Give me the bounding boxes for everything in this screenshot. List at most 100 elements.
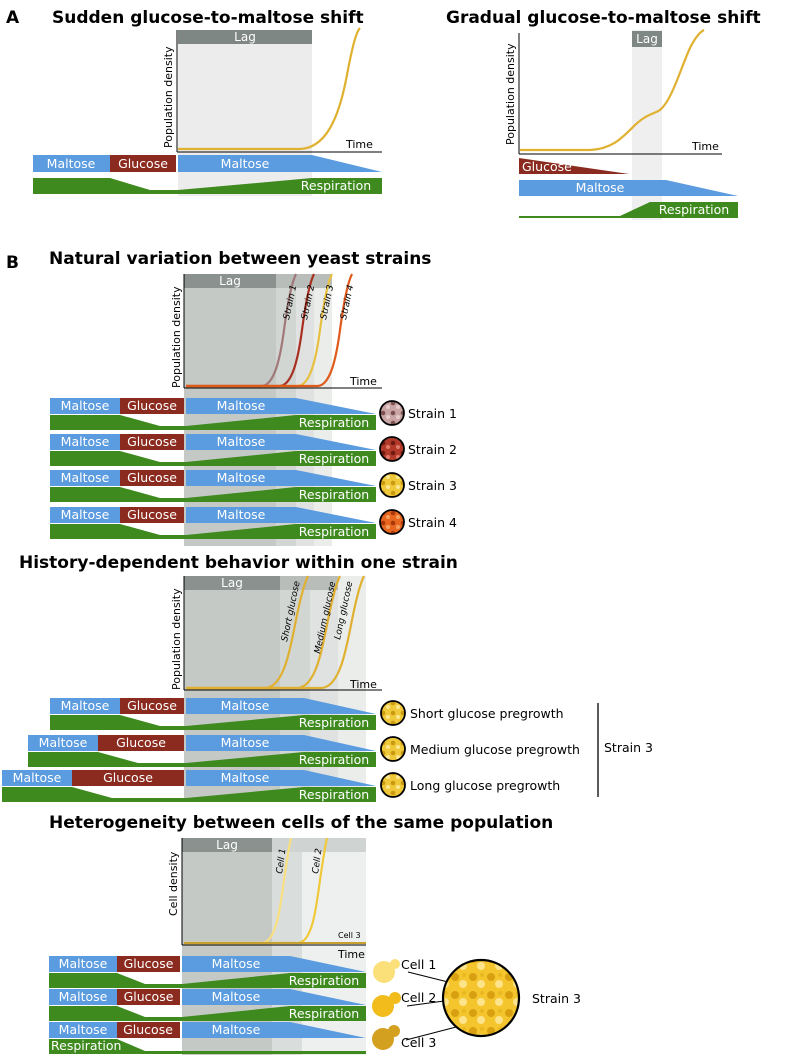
glucose-wedge [519, 158, 629, 174]
time-label: Time [345, 138, 373, 151]
strain-3-icon [380, 700, 406, 726]
growth-curve [178, 27, 361, 151]
glucose-bar [120, 398, 184, 414]
long-glucose-curve [186, 575, 365, 690]
glucose-bar [72, 770, 184, 786]
maltose-bar [186, 434, 376, 450]
respiration-label: Respiration [299, 487, 369, 502]
maltose-bar [33, 155, 110, 172]
strain-3-label: Strain 3 [408, 478, 457, 493]
maltose-bar [50, 470, 120, 486]
medium-glucose-curve [186, 575, 341, 690]
glucose-label: Glucose [116, 735, 166, 750]
strain-4-label: Strain 4 [408, 515, 457, 530]
maltose-label: Maltose [59, 1022, 108, 1037]
respiration-label: Respiration [299, 752, 369, 767]
strain-2-curve [186, 273, 315, 388]
strain-4-icon [379, 509, 405, 535]
lag-box [182, 838, 272, 852]
strain-2-label: Strain 2 [408, 442, 457, 457]
panel-label-b: B [6, 253, 19, 273]
lag-box [178, 30, 312, 44]
lag-box [184, 274, 276, 288]
time-label: Time [349, 678, 377, 691]
maltose-label: Maltose [221, 156, 270, 171]
maltose-label: Maltose [217, 507, 266, 522]
glucose-label: Glucose [127, 398, 177, 413]
respiration-bar [28, 752, 376, 767]
population-density-label: Population density [162, 46, 175, 148]
respiration-bar [33, 178, 382, 194]
maltose-bar [50, 434, 120, 450]
cell-1-curve-label: Cell 1 [275, 848, 288, 875]
maltose-bar [49, 989, 117, 1005]
lag-box [184, 576, 280, 590]
maltose-label: Maltose [61, 507, 110, 522]
maltose-label: Maltose [61, 398, 110, 413]
cell-2-curve-label: Cell 2 [311, 848, 324, 875]
glucose-label: Glucose [127, 434, 177, 449]
respiration-bar [50, 415, 376, 430]
respiration-label: Respiration [659, 202, 729, 217]
respiration-bar [49, 1039, 366, 1054]
time-label: Time [691, 140, 719, 153]
maltose-bar [186, 507, 376, 523]
population-strain-label: Strain 3 [532, 991, 581, 1006]
respiration-label: Respiration [299, 715, 369, 730]
glucose-label: Glucose [118, 156, 168, 171]
maltose-bar [182, 1022, 366, 1038]
maltose-bar [49, 956, 117, 972]
glucose-label: Glucose [124, 989, 174, 1004]
maltose-bar [186, 770, 376, 786]
glucose-label: Glucose [522, 159, 572, 174]
strain-1-icon [379, 400, 405, 426]
glucose-bar [120, 434, 184, 450]
maltose-bar [2, 770, 72, 786]
sudden-shift-panel: A Sudden glucose-to-maltose shift Lag Ti… [6, 8, 382, 196]
cell-1-icon [373, 961, 395, 983]
maltose-label: Maltose [212, 956, 261, 971]
maltose-label: Maltose [212, 989, 261, 1004]
population-density-label: Population density [170, 588, 183, 690]
natural-variation-title: Natural variation between yeast strains [49, 249, 431, 269]
maltose-label: Maltose [59, 956, 108, 971]
population-density-label: Population density [504, 43, 517, 145]
heterogeneity-panel: Heterogeneity between cells of the same … [49, 813, 581, 1055]
maltose-bar [519, 180, 738, 196]
respiration-bar [50, 524, 376, 539]
respiration-label: Respiration [299, 451, 369, 466]
strain-4-curve-label: Strain 4 [339, 284, 356, 321]
maltose-bar [186, 698, 376, 714]
pregrowth-2-label: Medium glucose pregrowth [410, 742, 580, 757]
strain-2-icon [379, 436, 405, 462]
population-density-label: Population density [170, 286, 183, 388]
glucose-bar [120, 698, 184, 714]
gradual-shift-title: Gradual glucose-to-maltose shift [446, 8, 761, 28]
maltose-label: Maltose [13, 770, 62, 785]
respiration-bar [50, 487, 376, 502]
respiration-label: Respiration [299, 415, 369, 430]
maltose-bar [186, 470, 376, 486]
glucose-label: Glucose [127, 698, 177, 713]
maltose-bar [182, 989, 366, 1005]
lag-label: Lag [234, 30, 256, 44]
respiration-label: Respiration [301, 178, 371, 193]
maltose-label: Maltose [39, 735, 88, 750]
maltose-label: Maltose [59, 989, 108, 1004]
glucose-label: Glucose [123, 1022, 173, 1037]
maltose-label: Maltose [221, 770, 270, 785]
glucose-label: Glucose [127, 507, 177, 522]
lag-label: Lag [216, 838, 238, 852]
respiration-label: Respiration [299, 787, 369, 802]
maltose-label: Maltose [221, 735, 270, 750]
maltose-bar [50, 398, 120, 414]
population-circle [441, 958, 521, 1038]
pregrowth-3-label: Long glucose pregrowth [410, 778, 560, 793]
maltose-label: Maltose [217, 398, 266, 413]
maltose-label: Maltose [217, 434, 266, 449]
history-strain-label: Strain 3 [604, 740, 653, 755]
panel-label-a: A [6, 8, 20, 28]
maltose-label: Maltose [217, 470, 266, 485]
maltose-bar [49, 1022, 117, 1038]
maltose-bar [186, 398, 376, 414]
